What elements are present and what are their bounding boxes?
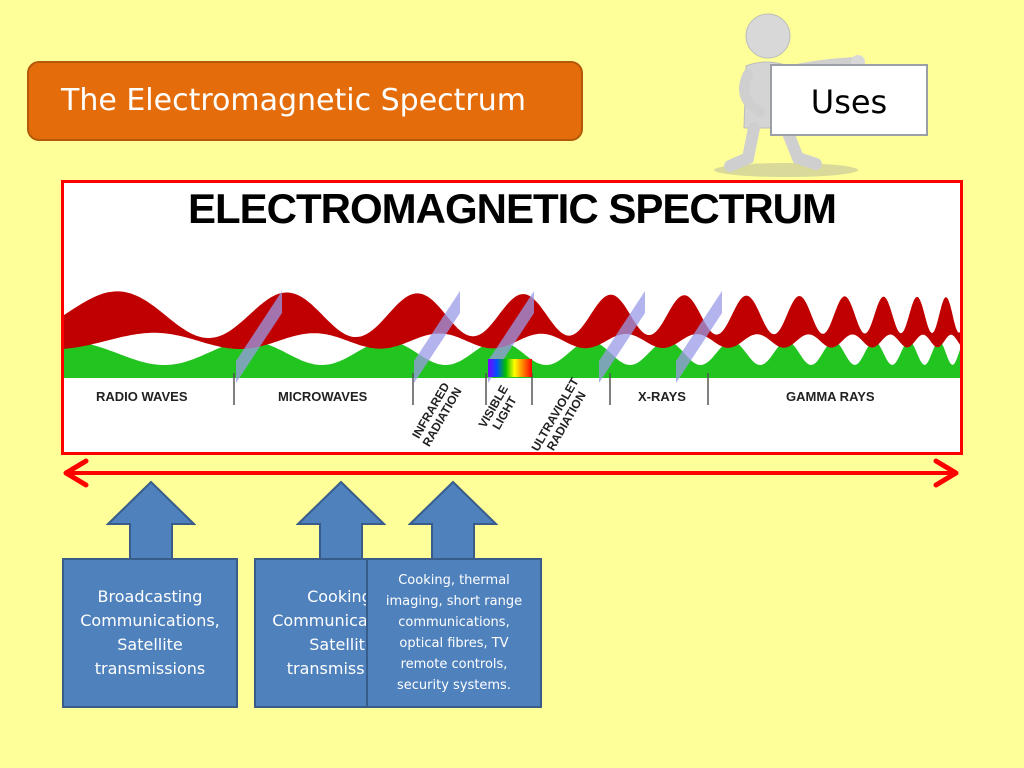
up-arrow-icon-2 xyxy=(296,480,386,561)
spectrum-image: ELECTROMAGNETIC SPECTRUM RADIO WAVES MIC… xyxy=(61,180,963,455)
range-double-arrow-icon xyxy=(63,458,959,488)
band-label-gamma: GAMMA RAYS xyxy=(786,389,875,404)
up-arrow-icon-3 xyxy=(408,480,498,561)
spectrum-waves-graphic xyxy=(64,291,960,405)
use-text-infrared: Cooking, thermal imaging, short range co… xyxy=(385,573,523,693)
slide-title: The Electromagnetic Spectrum xyxy=(27,61,583,141)
spectrum-heading: ELECTROMAGNETIC SPECTRUM xyxy=(188,185,837,232)
use-box-radio: Broadcasting Communications, Satellite t… xyxy=(62,558,238,708)
use-text-radio: Broadcasting Communications, Satellite t… xyxy=(80,587,220,678)
band-label-microwaves: MICROWAVES xyxy=(278,389,368,404)
use-box-infrared: Cooking, thermal imaging, short range co… xyxy=(366,558,542,708)
band-label-radio: RADIO WAVES xyxy=(96,389,188,404)
band-label-xrays: X-RAYS xyxy=(638,389,686,404)
up-arrow-icon-1 xyxy=(106,480,196,561)
uses-sign: Uses xyxy=(770,64,928,136)
